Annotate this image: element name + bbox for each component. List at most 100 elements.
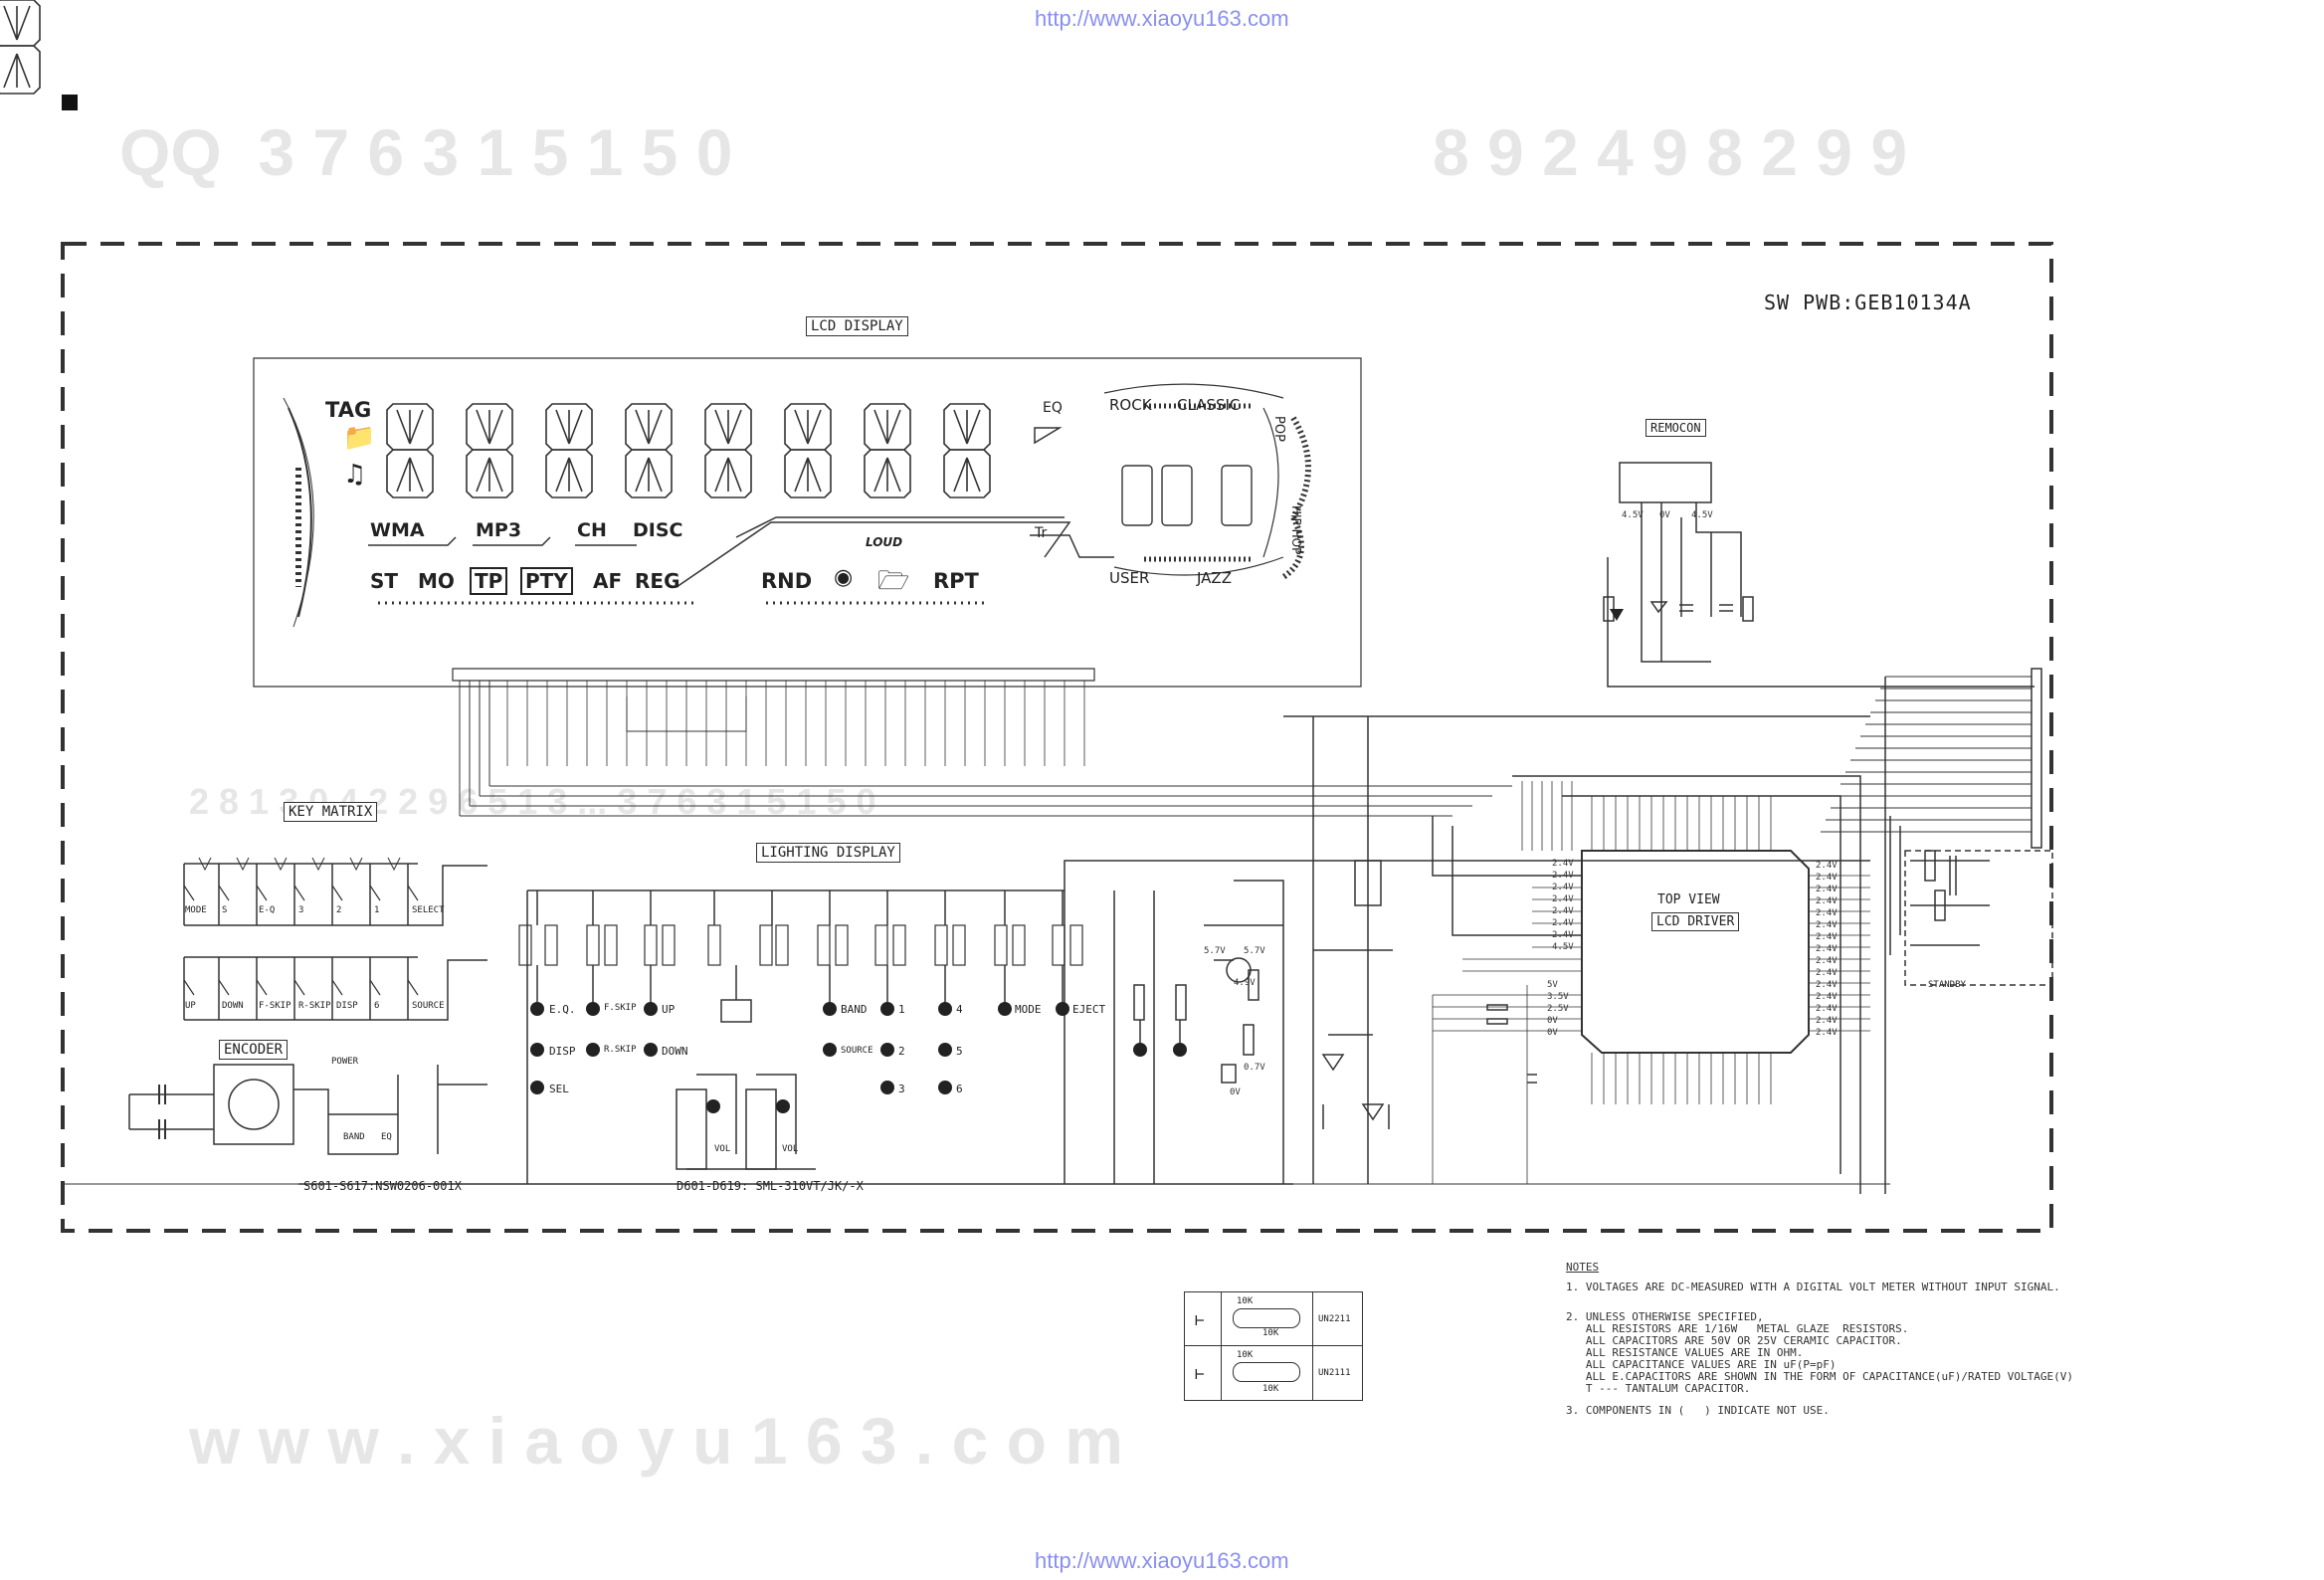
led-2: 2 [898, 1045, 905, 1058]
key-1: 1 [374, 905, 380, 915]
pwb-label: SW PWB:GEB10134A [1764, 291, 1972, 314]
led-1: 1 [898, 1003, 905, 1016]
key-eq-encoder: EQ [381, 1132, 392, 1142]
legend-r2-a: 10K [1262, 1328, 1279, 1338]
bottom-url[interactable]: http://www.xiaoyu163.com [1035, 1548, 1289, 1573]
key-3: 3 [298, 905, 304, 915]
standby-label: STANDBY [1928, 980, 1966, 990]
led-vol-2: VOL [782, 1144, 799, 1154]
key-power: POWER [331, 1057, 359, 1067]
svg-text:2.4V: 2.4V [1816, 944, 1838, 954]
svg-text:0.7V: 0.7V [1244, 1063, 1265, 1073]
legend-r1-b: 10K [1237, 1350, 1254, 1360]
led-6: 6 [956, 1083, 963, 1095]
lcd-mp3: MP3 [476, 519, 522, 541]
led-eject: EJECT [1072, 1003, 1106, 1016]
key-disp: DISP [336, 1001, 358, 1011]
led-5: 5 [956, 1045, 963, 1058]
led-sel: SEL [549, 1083, 569, 1095]
transistor-legend: ⊢ ⊢ 10K 10K 10K 10K UN2211 UN2111 [1184, 1291, 1363, 1401]
note-2-line-2: ALL RESISTORS ARE 1/16W METAL GLAZE RESI… [1566, 1322, 1909, 1335]
top-url[interactable]: http://www.xiaoyu163.com [1035, 6, 1289, 31]
svg-text:2.4V: 2.4V [1552, 918, 1574, 928]
key-mode: MODE [185, 905, 207, 915]
svg-text:2.4V: 2.4V [1816, 980, 1838, 990]
svg-text:4.5V: 4.5V [1622, 510, 1644, 520]
svg-text:2.4V: 2.4V [1816, 861, 1838, 871]
key-select: SELECT [412, 905, 445, 915]
lcd-eq: EQ [1043, 400, 1063, 416]
svg-text:5.7V: 5.7V [1204, 946, 1226, 956]
note-2-line-1: 2. UNLESS OTHERWISE SPECIFIED, [1566, 1310, 1764, 1323]
svg-text:3.5V: 3.5V [1547, 992, 1569, 1002]
lcd-rock: ROCK [1109, 396, 1152, 414]
lcd-pty: PTY [520, 567, 573, 595]
key-2: 2 [336, 905, 342, 915]
svg-text:2.4V: 2.4V [1552, 883, 1574, 892]
lcd-jazz: JAZZ [1197, 569, 1232, 587]
lcd-tag: TAG [325, 398, 372, 422]
board-outline [61, 242, 2053, 1233]
led-4: 4 [956, 1003, 963, 1016]
svg-text:4.5V: 4.5V [1552, 942, 1574, 952]
legend-r1-a: 10K [1237, 1296, 1254, 1306]
lcd-display-label: LCD DISPLAY [806, 316, 908, 336]
svg-text:2.4V: 2.4V [1816, 1004, 1838, 1014]
svg-text:0V: 0V [1547, 1016, 1558, 1026]
key-s: S [222, 905, 228, 915]
note-2-line-3: ALL CAPACITORS ARE 50V OR 25V CERAMIC CA… [1566, 1334, 1902, 1347]
svg-text:2.4V: 2.4V [1816, 932, 1838, 942]
note-1: 1. VOLTAGES ARE DC-MEASURED WITH A DIGIT… [1566, 1281, 2060, 1293]
svg-text:4.5V: 4.5V [1691, 510, 1713, 520]
watermark-qq: QQ 3 7 6 3 1 5 1 5 0 [119, 115, 733, 189]
led-eq: E.Q. [549, 1003, 576, 1016]
led-part-label: D601-D619: SML-310VT/JK/-X [677, 1179, 864, 1193]
svg-text:2.4V: 2.4V [1552, 894, 1574, 904]
svg-text:2.4V: 2.4V [1552, 871, 1574, 881]
legend-r2-b: 10K [1262, 1384, 1279, 1394]
led-disp: DISP [549, 1045, 576, 1058]
svg-text:2.4V: 2.4V [1816, 873, 1838, 883]
key-r-skip: R-SKIP [298, 1001, 331, 1011]
lcd-driver-top-view: TOP VIEW [1657, 892, 1720, 907]
svg-text:2.4V: 2.4V [1816, 920, 1838, 930]
led-3: 3 [898, 1083, 905, 1095]
legend-symbol-a [1233, 1308, 1300, 1328]
key-up: UP [185, 1001, 196, 1011]
lcd-classic: CLASSIC [1177, 396, 1241, 414]
svg-text:2.4V: 2.4V [1816, 968, 1838, 978]
disc-icon: ◉ [834, 565, 854, 590]
transistor-pnp-icon: ⊢ [1195, 1364, 1205, 1383]
folder-outline-icon: 🗁 [877, 566, 910, 596]
remocon-label: REMOCON [1646, 419, 1706, 437]
note-2-line-7: T --- TANTALUM CAPACITOR. [1566, 1382, 1751, 1395]
svg-text:0V: 0V [1230, 1087, 1241, 1097]
svg-text:2.4V: 2.4V [1816, 956, 1838, 966]
lcd-hiphop: HIP HOP [1289, 505, 1303, 555]
lcd-pop: POP [1271, 416, 1286, 442]
key-matrix-label: KEY MATRIX [284, 802, 378, 822]
key-down: DOWN [222, 1001, 244, 1011]
svg-text:2.4V: 2.4V [1816, 1016, 1838, 1026]
encoder-label: ENCODER [219, 1040, 289, 1060]
lcd-mo: MO [418, 569, 455, 593]
led-f-skip: F.SKIP [604, 1003, 637, 1013]
legend-part-a: UN2211 [1318, 1314, 1351, 1324]
lcd-af: AF [593, 569, 623, 593]
lcd-digits [0, 0, 991, 498]
svg-text:4.9V: 4.9V [1234, 978, 1256, 988]
svg-text:2.4V: 2.4V [1552, 930, 1574, 940]
key-band: BAND [343, 1132, 365, 1142]
svg-text:2.4V: 2.4V [1816, 908, 1838, 918]
svg-text:2.4V: 2.4V [1816, 885, 1838, 894]
lcd-tr: Tr [1035, 525, 1048, 541]
lcd-user: USER [1109, 569, 1150, 587]
watermark-url: w w w . x i a o y u 1 6 3 . c o m [189, 1404, 1123, 1478]
watermark-number: 8 9 2 4 9 8 2 9 9 [1433, 115, 1908, 189]
key-f-skip: F-SKIP [259, 1001, 291, 1011]
svg-text:2.4V: 2.4V [1552, 859, 1574, 869]
lighting-display-label: LIGHTING DISPLAY [756, 843, 900, 863]
svg-text:0V: 0V [1659, 510, 1670, 520]
folder-icon: 📁 [343, 423, 376, 453]
